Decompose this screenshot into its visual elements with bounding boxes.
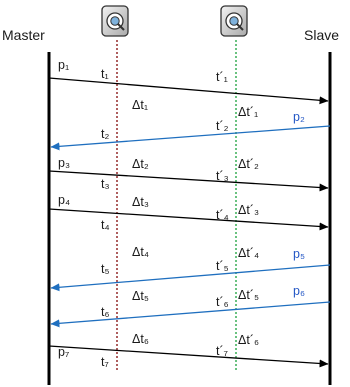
- master-timestamp-t4: t₄: [101, 218, 110, 232]
- master-interval-dt2: Δt₂: [132, 157, 149, 171]
- slave-timestamp-t7: t´₇: [216, 344, 228, 358]
- master-interval-dt5: Δt₅: [132, 289, 149, 303]
- master-timestamp-t3: t₃: [101, 177, 110, 191]
- message-arrow-p7: [48, 345, 329, 368]
- packet-label-p5: p₅: [293, 247, 305, 261]
- message-arrow-p4: [48, 208, 329, 231]
- slave-interval-dt5: Δt´₅: [238, 288, 259, 302]
- message-arrow-p2: [50, 125, 331, 151]
- slave-interval-dt3: Δt´₃: [238, 203, 259, 217]
- slave-timestamp-t6: t´₆: [216, 295, 229, 309]
- master-timestamp-t5: t₅: [101, 262, 110, 276]
- master-label: Master: [2, 27, 45, 43]
- slave-interval-dt2: Δt´₂: [238, 157, 259, 171]
- slave-interval-dt4: Δt´₄: [238, 246, 259, 260]
- master-interval-dt6: Δt₆: [132, 332, 149, 346]
- packet-label-p2: p₂: [293, 110, 305, 124]
- packet-label-p3: p₃: [58, 156, 70, 170]
- camera-icon: [220, 5, 248, 37]
- slave-timestamp-t1: t´₁: [216, 70, 228, 84]
- packet-label-p7: p₇: [58, 345, 69, 359]
- message-arrow-p3: [48, 170, 329, 192]
- slave-interval-dt6: Δt´₆: [238, 333, 259, 347]
- camera-icon: [101, 5, 129, 37]
- packet-label-p4: p₄: [58, 193, 70, 207]
- master-timestamp-t1: t₁: [101, 67, 109, 81]
- packet-label-p1: p₁: [58, 58, 69, 72]
- slave-timestamp-t5: t´₅: [216, 259, 229, 273]
- slave-label: Slave: [304, 27, 339, 43]
- message-arrow-p5: [50, 264, 331, 292]
- message-arrow-p6: [50, 301, 331, 328]
- master-timestamp-t6: t₆: [101, 305, 110, 319]
- master-interval-dt3: Δt₃: [132, 195, 149, 209]
- packet-label-p6: p₆: [293, 284, 305, 298]
- master-interval-dt4: Δt₄: [132, 245, 149, 259]
- master-timestamp-t2: t₂: [101, 127, 109, 141]
- slave-timestamp-t4: t´₄: [216, 208, 229, 222]
- slave-timestamp-t2: t´₂: [216, 119, 229, 133]
- slave-timestamp-t3: t´₃: [216, 169, 229, 183]
- slave-interval-dt1: Δt´₁: [238, 105, 258, 119]
- master-interval-dt1: Δt₁: [132, 98, 148, 112]
- master-timestamp-t7: t₇: [101, 355, 109, 369]
- message-arrow-p1: [48, 77, 329, 105]
